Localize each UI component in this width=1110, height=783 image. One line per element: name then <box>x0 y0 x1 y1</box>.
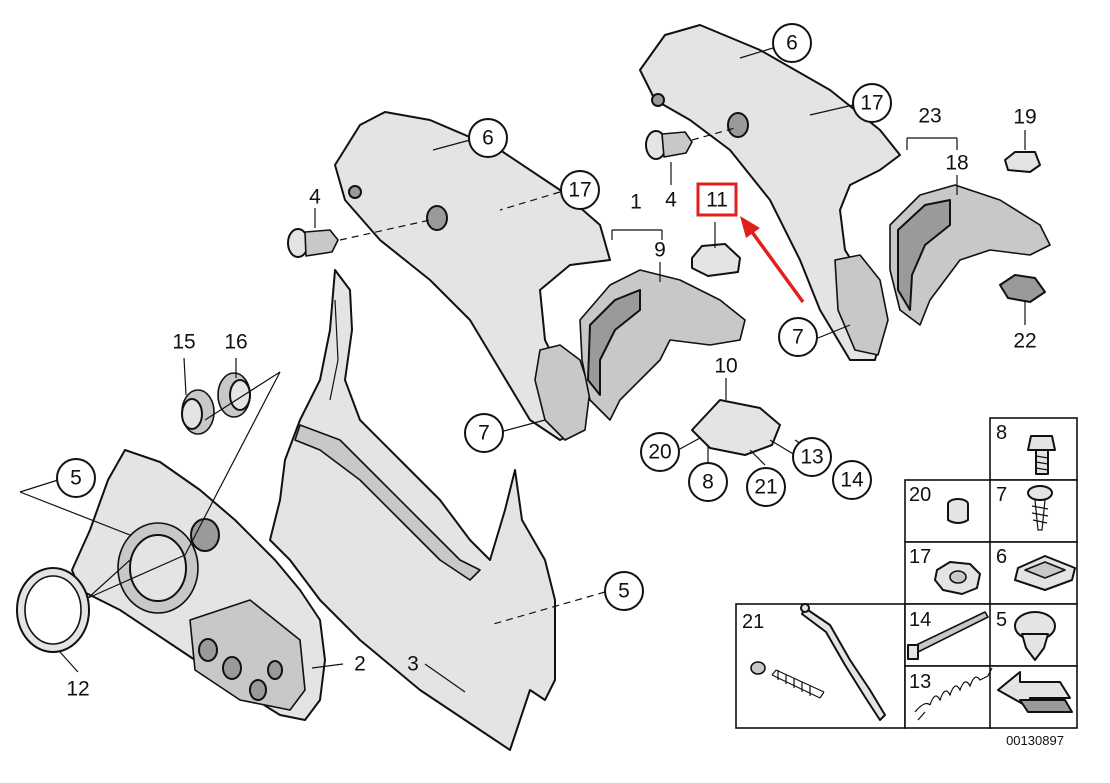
cover-10 <box>691 399 781 456</box>
center-trim-panel <box>269 269 556 751</box>
callout-7-right: 7 <box>792 326 804 349</box>
callout-11: 11 <box>706 189 728 212</box>
callout-12: 12 <box>66 678 89 701</box>
callout-1: 1 <box>630 191 642 214</box>
callout-17-right: 17 <box>860 92 883 115</box>
leader-lines <box>19 47 1026 693</box>
callout-6-left: 6 <box>482 127 494 150</box>
screw-4-right <box>645 130 693 160</box>
callout-13: 13 <box>800 446 823 469</box>
callout-19: 19 <box>1013 106 1036 129</box>
bolt-icon <box>1027 435 1056 475</box>
legend-label-13: 13 <box>909 671 931 693</box>
clip-icon <box>1014 555 1076 591</box>
pin-icon <box>907 611 989 660</box>
legend-label-17: 17 <box>909 546 931 568</box>
rubber-cap-icon <box>947 498 969 524</box>
callout-8: 8 <box>702 471 714 494</box>
grommet-16 <box>217 372 251 418</box>
cap-22 <box>999 274 1046 303</box>
callout-5-center: 5 <box>618 580 630 603</box>
spring-icon <box>914 667 993 721</box>
callout-17-left: 17 <box>568 179 591 202</box>
callout-20: 20 <box>648 441 671 464</box>
legend-label-5: 5 <box>996 609 1007 631</box>
callout-4-right: 4 <box>665 189 677 212</box>
hardware-legend: 8 20 7 17 6 21 14 5 13 <box>735 417 1078 748</box>
legend-label-6: 6 <box>996 546 1007 568</box>
callout-10: 10 <box>714 355 737 378</box>
push-clip-icon <box>1014 611 1056 661</box>
highlight-arrow <box>740 216 805 304</box>
duct-bracket-18 <box>889 184 1051 326</box>
callout-7-left: 7 <box>478 422 490 445</box>
left-top-cover <box>334 111 611 441</box>
callout-23: 23 <box>918 105 941 128</box>
screw-icon <box>1027 485 1053 531</box>
callout-2: 2 <box>354 653 366 676</box>
grommet-15 <box>181 389 215 435</box>
legend-label-14: 14 <box>909 609 931 631</box>
cap-11 <box>691 243 741 277</box>
legend-label-7: 7 <box>996 484 1007 506</box>
callout-4-left: 4 <box>309 186 321 209</box>
speaker-ring-12 <box>16 567 90 653</box>
callout-5-left: 5 <box>70 467 82 490</box>
callout-15: 15 <box>172 331 195 354</box>
callout-18: 18 <box>945 152 968 175</box>
diagram-code: 00130897 <box>1006 733 1064 748</box>
cap-19 <box>1004 151 1041 173</box>
callout-3: 3 <box>407 653 419 676</box>
callouts: 6 17 4 1 9 6 17 4 11 23 18 19 22 7 7 10 … <box>56 23 1037 701</box>
legend-label-20: 20 <box>909 484 931 506</box>
callout-22: 22 <box>1013 330 1036 353</box>
duct-bracket-9 <box>579 269 746 421</box>
orientation-arrow-icon <box>997 671 1073 713</box>
callout-9: 9 <box>654 239 666 262</box>
callout-6-right: 6 <box>786 32 798 55</box>
callout-16: 16 <box>224 331 247 354</box>
highlight-box-11 <box>696 182 738 217</box>
rod-icon <box>750 603 886 721</box>
left-trim-panel <box>71 449 326 721</box>
nut-icon <box>934 561 981 595</box>
callout-14: 14 <box>840 469 864 492</box>
screw-4-left <box>287 228 339 258</box>
callout-21: 21 <box>754 476 777 499</box>
legend-label-8: 8 <box>996 422 1007 444</box>
legend-label-21: 21 <box>742 611 764 633</box>
